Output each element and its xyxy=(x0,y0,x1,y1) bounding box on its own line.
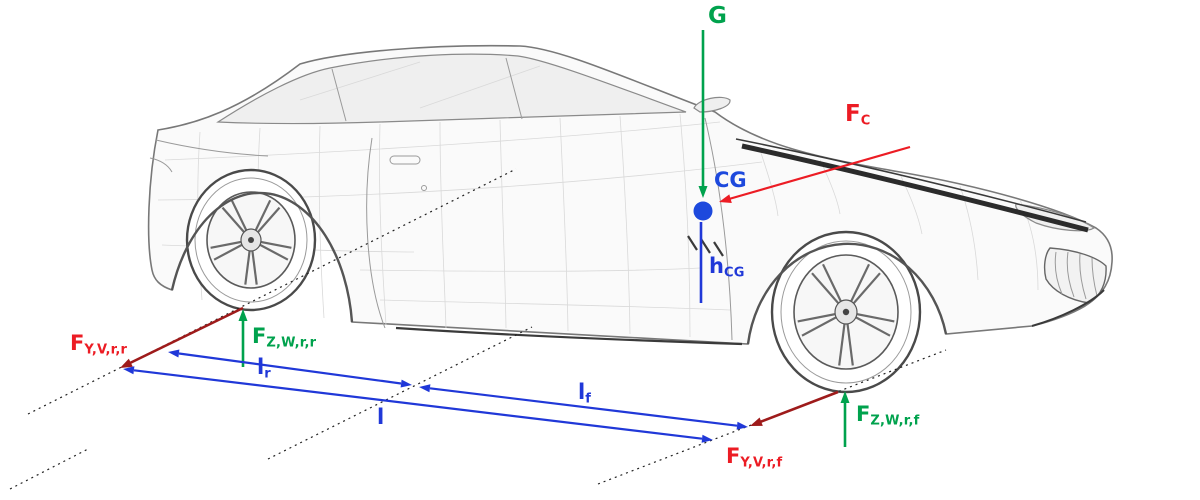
cg-ground-axis-line xyxy=(267,326,533,460)
vertical-front-arrowhead-icon xyxy=(840,391,850,403)
label-center-of-gravity: CG xyxy=(714,168,747,192)
centrifugal-arrowhead-icon xyxy=(719,194,732,203)
front-distance-dimension xyxy=(419,384,748,430)
body-flow-lines xyxy=(157,121,763,311)
centrifugal-arrow-shaft xyxy=(728,145,911,201)
door-keyhole xyxy=(421,185,427,191)
label-lateral-force-rear: FY,V,r,r xyxy=(70,331,128,358)
lf-dimension-shaft xyxy=(429,387,738,427)
cg-marker xyxy=(693,201,713,221)
front-wheel-arch xyxy=(746,242,948,345)
front-hub-cap xyxy=(842,308,850,316)
lateral-front-arrowhead-icon xyxy=(750,417,763,426)
l-dimension-shaft xyxy=(133,369,703,440)
label-wheelbase: l xyxy=(377,405,385,429)
door-handle xyxy=(389,155,421,165)
front-bumper-shadow xyxy=(1031,289,1105,327)
vertical-force-front-arrow xyxy=(840,391,850,447)
grille-slats xyxy=(1054,251,1098,300)
fender-vents xyxy=(687,235,724,257)
corner-axis-line xyxy=(9,447,91,490)
label-vertical-force-front: FZ,W,r,f xyxy=(856,402,920,429)
centrifugal-force-arrow xyxy=(719,145,911,203)
label-front-axle-distance: lf xyxy=(578,380,592,407)
side-mirror xyxy=(693,96,731,113)
front-wheel xyxy=(770,230,922,394)
vertical-rear-arrowhead-icon xyxy=(238,309,248,321)
label-cg-height: hCG xyxy=(709,254,745,281)
lateral-front-shaft xyxy=(759,390,839,424)
hood-accent-stripe xyxy=(741,143,1089,233)
l-left-arrowhead-icon xyxy=(123,366,135,375)
label-lateral-force-front: FY,V,r,f xyxy=(726,444,783,471)
rocker-shadow xyxy=(395,326,743,346)
label-rear-axle-distance: lr xyxy=(257,355,271,382)
lf-left-arrowhead-icon xyxy=(419,384,431,393)
label-vertical-force-rear: FZ,W,r,r xyxy=(252,324,317,351)
lateral-force-front-arrow xyxy=(750,390,839,426)
rear-axle-axis-line xyxy=(27,168,517,415)
lateral-rear-arrowhead-icon xyxy=(120,358,133,368)
rear-wheel xyxy=(185,168,317,312)
vertical-force-rear-arrow xyxy=(238,309,248,367)
rear-distance-dimension xyxy=(168,349,412,388)
l-right-arrowhead-icon xyxy=(701,434,713,443)
lateral-force-rear-arrow xyxy=(120,306,244,368)
glass-reflections xyxy=(299,61,541,109)
pillar-lines xyxy=(331,57,523,122)
lf-right-arrowhead-icon xyxy=(736,421,748,430)
trunk-line xyxy=(149,139,269,173)
rear-hub-cap xyxy=(248,237,254,243)
label-centrifugal-force: FC xyxy=(845,101,871,129)
front-tire-inner xyxy=(780,240,912,384)
lr-right-arrowhead-icon xyxy=(400,379,412,388)
label-gravity: G xyxy=(708,3,727,29)
gravity-arrowhead-icon xyxy=(698,186,708,198)
beltline-accent xyxy=(735,138,1087,223)
lr-left-arrowhead-icon xyxy=(168,349,180,358)
side-glass xyxy=(216,53,687,125)
lr-dimension-shaft xyxy=(178,352,402,385)
car-wireframe xyxy=(147,44,1113,394)
door-shutlines xyxy=(366,117,733,341)
rear-tire-inner xyxy=(194,177,308,303)
lateral-rear-shaft xyxy=(129,306,244,365)
rear-wheel-arch xyxy=(170,191,354,323)
gravity-force-arrow xyxy=(698,30,708,198)
wheelbase-dimension xyxy=(123,366,713,443)
